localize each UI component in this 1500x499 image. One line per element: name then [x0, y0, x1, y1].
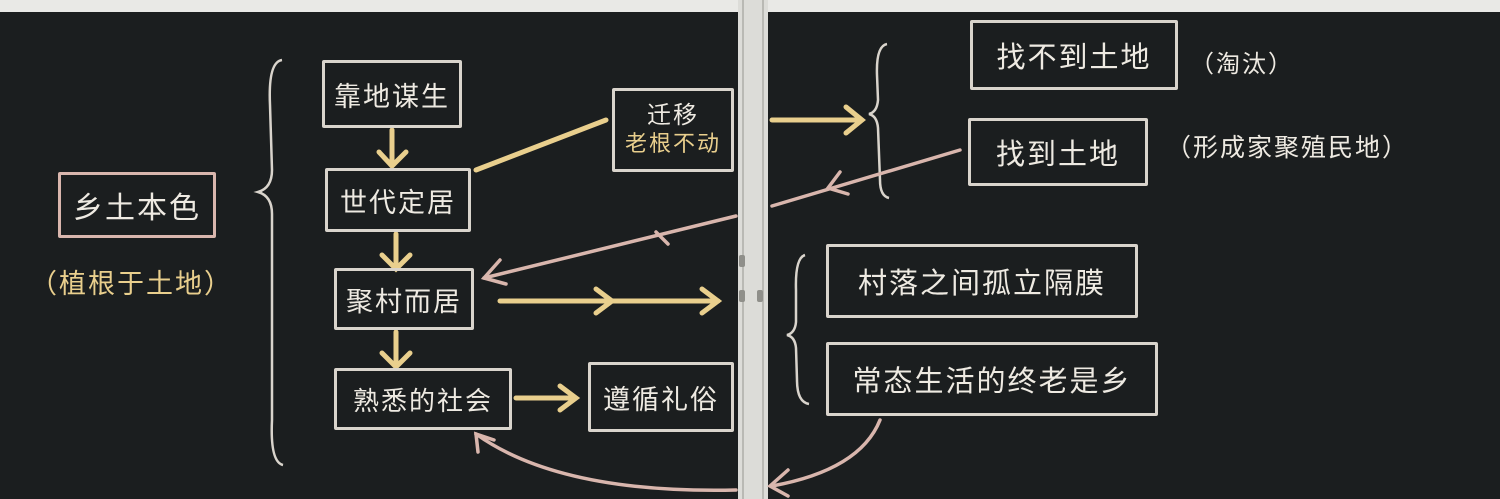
- flow-label: 靠地谋生: [334, 81, 450, 113]
- flow-box-custom: 遵循礼俗: [588, 362, 734, 432]
- flow-label: 聚村而居: [346, 286, 462, 318]
- outcome-box-no-land: 找不到土地: [970, 20, 1178, 90]
- arrow-return-migration-mark: [654, 230, 670, 246]
- flow-label: 熟悉的社会: [352, 386, 493, 417]
- topic-subtitle: （植根于土地）: [30, 269, 233, 300]
- arrow-loop-bottom-right-head: [766, 468, 790, 498]
- arrow-to-outcomes-head: [843, 104, 866, 136]
- brace-traits: [786, 253, 810, 406]
- arrow-loop-bottom-right: [770, 418, 882, 488]
- outcome-label: 找到土地: [995, 137, 1120, 171]
- arrow-to-custom-head: [557, 383, 581, 413]
- left-blackboard-panel: [0, 12, 738, 499]
- branch-box-migration: 迁移 老根不动: [612, 88, 734, 172]
- trait-label: 常态生活的终老是乡: [852, 364, 1132, 398]
- right-blackboard-panel: [768, 12, 1500, 499]
- arrow-to-traits-head-2: [699, 286, 723, 316]
- arrow-return-village-head: [480, 258, 508, 286]
- arrow-down-1-head: [376, 149, 409, 170]
- board-frame-rail: [762, 0, 764, 499]
- outcome-note-eliminated: （淘汰）: [1190, 50, 1294, 78]
- brace-outcomes: [868, 42, 890, 200]
- board-hinge-icon: [739, 255, 745, 267]
- arrow-return-colony-head: [825, 170, 850, 196]
- flow-label: 遵循礼俗: [603, 384, 719, 416]
- arrow-return-colony: [770, 148, 962, 208]
- brace-main: [253, 58, 284, 467]
- branch-line-2: 老根不动: [624, 132, 721, 157]
- arrow-return-village: [482, 214, 738, 280]
- flow-box-village: 聚村而居: [334, 268, 474, 330]
- outcome-box-find-land: 找到土地: [968, 118, 1148, 186]
- trait-label: 村落之间孤立隔膜: [857, 266, 1106, 300]
- trait-box-lifelong-home: 常态生活的终老是乡: [826, 342, 1158, 416]
- board-hinge-icon: [757, 290, 763, 302]
- outcome-label: 找不到土地: [996, 40, 1152, 74]
- arrow-loop-bottom-left-head: [473, 431, 496, 454]
- branch-line-1: 迁移: [646, 101, 699, 129]
- board-hinge-icon: [739, 290, 745, 302]
- trait-box-isolation: 村落之间孤立隔膜: [826, 244, 1138, 318]
- arrow-to-migration: [473, 117, 609, 173]
- flow-label: 世代定居: [340, 187, 456, 219]
- board-frame-rail: [742, 0, 744, 499]
- arrow-loop-bottom-left: [474, 432, 738, 492]
- arrow-down-3-head: [379, 350, 413, 371]
- flow-box-settle: 世代定居: [325, 168, 471, 232]
- topic-title-box: 乡土本色: [58, 172, 216, 238]
- arrow-to-traits-head-1: [593, 286, 617, 316]
- flow-box-livelihood: 靠地谋生: [322, 60, 462, 128]
- flow-box-familiar: 熟悉的社会: [334, 368, 512, 430]
- outcome-note-colony: （形成家聚殖民地）: [1166, 133, 1410, 162]
- topic-title: 乡土本色: [73, 191, 201, 226]
